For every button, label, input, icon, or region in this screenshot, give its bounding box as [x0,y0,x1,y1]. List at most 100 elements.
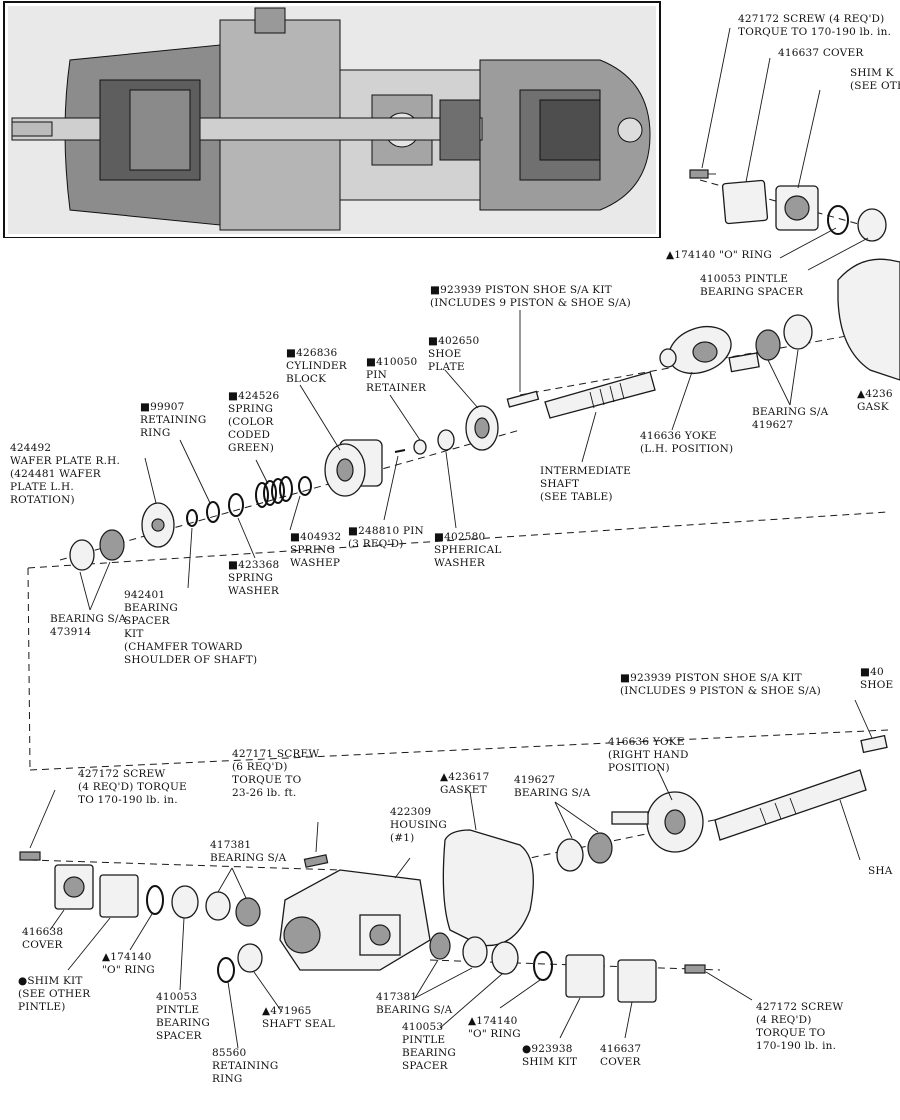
label-174140-bc: ▲174140"O" RING [468,1015,521,1040]
label-line: SPACER [402,1060,449,1072]
label-line: TO 170-190 lb. in. [78,794,178,806]
yoke-416636-rh [611,791,704,853]
label-line: SHIM K [850,67,894,79]
label-line: ▲174140 [468,1015,518,1027]
label-line: PINTLE [156,1004,199,1016]
label-line: BEARING S/A [514,787,591,799]
label-line: 416637 [600,1043,641,1055]
label-line: BEARING S/A [50,613,127,625]
label-line: 424492 [10,442,51,454]
label-line: ■423368 [228,559,279,571]
label-shim-kit-top: SHIM K(SEE OTHER P [850,67,900,92]
label-line: COVER [22,939,64,951]
label-line: BEARING [402,1047,456,1059]
label-line: ●SHIM KIT [18,975,83,987]
label-line: TORQUE TO [756,1027,826,1039]
label-line: SPACER [156,1030,203,1042]
label-line: PIN [366,369,387,381]
intermediate-shaft [544,371,656,419]
label-line: ■40 [860,666,884,678]
label-line: ▲174140 "O" RING [666,249,772,261]
label-line: BEARING [156,1017,210,1029]
label-line: "O" RING [102,964,155,976]
label-line: BEARING S/A [376,1004,453,1016]
label-line: (4 REQ'D) TORQUE [78,781,187,793]
label-line: ▲4236 [857,388,893,400]
label-174140-top: ▲174140 "O" RING [666,249,772,261]
label-line: (SEE OTHER [18,988,91,1000]
label-427172-top: 427172 SCREW (4 REQ'D)TORQUE TO 170-190 … [738,13,891,38]
label-line: (CHAMFER TOWARD [124,641,243,653]
label-line: 410053 [156,991,197,1003]
yoke-416636-lh [659,325,760,375]
label-line: ■402650 [428,335,479,347]
label-line: TORQUE TO 170-190 lb. in. [738,26,891,38]
label-line: BEARING SPACER [700,286,804,298]
label-line: 427171 SCREW [232,748,319,760]
label-line: CYLINDER [286,360,348,372]
label-line: TORQUE TO [232,774,302,786]
label-line: 410053 PINTLE [700,273,788,285]
label-line: SPRING [228,572,273,584]
label-line: SHAFT SEAL [262,1018,335,1030]
label-line: SHIM KIT [522,1056,577,1068]
leader-lines [29,27,873,1049]
label-line: WASHEP [290,557,340,569]
label-248810: ■248810 PIN(3 REQ'D) [348,525,424,550]
label-line: WASHER [434,557,486,569]
label-line: GREEN) [228,442,274,454]
label-line: (4 REQ'D) [756,1014,812,1026]
label-line: GASK [857,401,889,413]
label-line: 427172 SCREW (4 REQ'D) [738,13,884,25]
label-line: (INCLUDES 9 PISTON & SHOE S/A) [620,685,821,697]
label-line: (3 REQ'D) [348,538,404,550]
label-line: WAFER PLATE R.H. [10,455,120,467]
label-line: 416638 [22,926,63,938]
shoe-plate-402650 [465,405,499,451]
part-labels: 427172 SCREW (4 REQ'D)TORQUE TO 170-190 … [10,13,900,1085]
label-line: (SEE OTHER P [850,80,900,92]
label-line: (#1) [390,832,414,844]
label-line: 23-26 lb. ft. [232,787,296,799]
cover-416637-top [721,179,769,225]
label-line: ROTATION) [10,494,75,506]
spring-424526 [255,476,293,508]
label-line: SPHERICAL [434,544,502,556]
label-line: KIT [124,628,144,640]
label-line: (L.H. POSITION) [640,443,733,455]
label-line: 473914 [50,626,91,638]
label-line: ■99907 [140,401,185,413]
cylinder-block-426836 [324,439,383,497]
label-line: 422309 [390,806,431,818]
label-line: 416636 YOKE [608,736,685,748]
label-line: RING [140,427,170,439]
label-line: 417381 [210,839,251,851]
label-line: ■248810 PIN [348,525,424,537]
label-line: ■923939 PISTON SHOE S/A KIT [620,672,802,684]
label-line: WASHER [228,585,280,597]
label-416636-lh: 416636 YOKE(L.H. POSITION) [640,430,733,455]
label-line: HOUSING [390,819,447,831]
label-line: RETAINER [366,382,427,394]
label-line: RING [212,1073,242,1085]
label-line: SHA [868,865,893,877]
label-line: (INCLUDES 9 PISTON & SHOE S/A) [430,297,631,309]
